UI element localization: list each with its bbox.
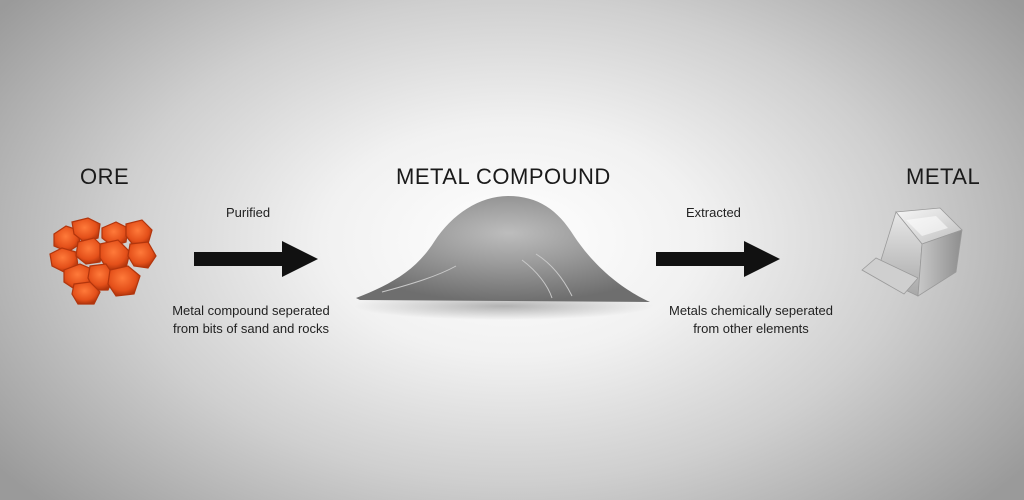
metal-compound-title: METAL COMPOUND xyxy=(396,164,611,189)
ore-pile-illustration xyxy=(49,217,157,305)
extracted-label: Extracted xyxy=(686,205,741,220)
purified-description-line-1: Metal compound seperated xyxy=(172,303,330,318)
right-arrow-icon xyxy=(194,241,318,277)
metal-ingot-illustration xyxy=(861,207,963,297)
purified-description-line-2: from bits of sand and rocks xyxy=(172,321,330,336)
powder-heap-illustration xyxy=(354,196,654,320)
ore-title: ORE xyxy=(80,164,130,189)
right-arrow-icon xyxy=(656,241,780,277)
extracted-description: Metals chemically seperated from other e… xyxy=(658,302,844,338)
metal-title: METAL xyxy=(906,164,981,189)
purified-description: Metal compound seperated from bits of sa… xyxy=(162,302,340,338)
purified-label: Purified xyxy=(226,205,271,220)
extracted-description-line-1: Metals chemically seperated xyxy=(668,303,834,318)
extracted-description-line-2: from other elements xyxy=(693,321,809,336)
